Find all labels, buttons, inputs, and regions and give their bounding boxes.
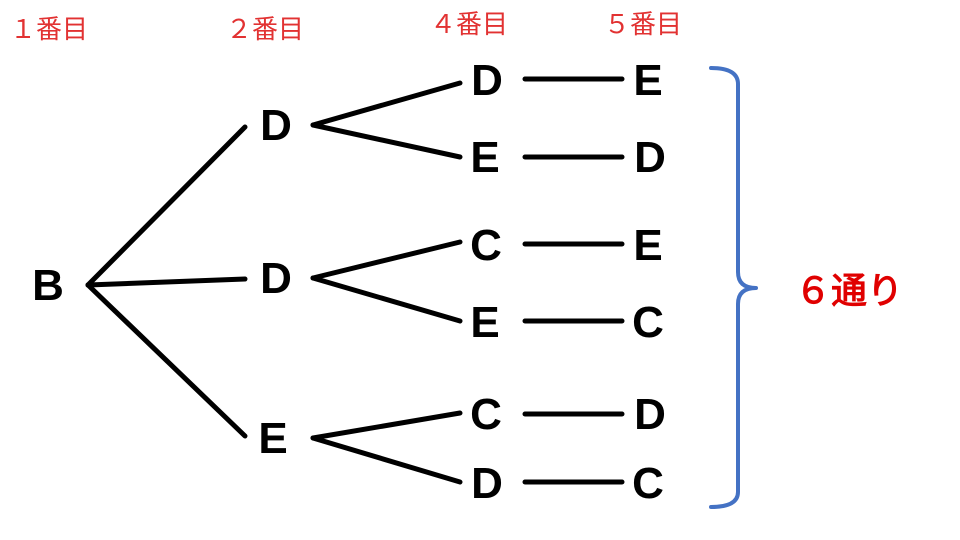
- edge-branch-1-to-leaf-1: [310, 80, 463, 128]
- node-end-3: E: [633, 221, 662, 270]
- edge-branch-1-to-leaf-2: [310, 122, 463, 160]
- node-end-1: E: [633, 56, 662, 105]
- node-branch-1: D: [260, 101, 292, 150]
- result-label: ６通り: [795, 271, 903, 312]
- node-end-4: C: [632, 298, 664, 347]
- node-leaf-3: C: [470, 221, 502, 270]
- right-brace-bracket: [709, 66, 758, 509]
- edge-branch-3-to-leaf-6: [310, 435, 463, 485]
- edge-branch-2-to-leaf-3: [310, 239, 463, 281]
- edge-branch-2-to-leaf-4: [310, 275, 463, 324]
- node-leaf-1: D: [471, 56, 503, 105]
- node-end-5: D: [634, 390, 666, 439]
- node-branch-3: E: [258, 414, 287, 463]
- edge-root-to-branch-3: [85, 282, 248, 439]
- node-end-6: C: [632, 459, 664, 508]
- node-branch-2: D: [260, 254, 292, 303]
- node-leaf-6: D: [471, 459, 503, 508]
- header-position-5: ５番目: [604, 10, 682, 40]
- header-position-2: ２番目: [226, 15, 304, 45]
- node-end-2: D: [634, 133, 666, 182]
- header-position-1: １番目: [10, 15, 88, 45]
- node-root: B: [32, 261, 64, 310]
- node-leaf-4: E: [470, 298, 499, 347]
- edge-branch-3-to-leaf-5: [310, 410, 463, 441]
- edge-root-to-branch-2: [85, 276, 248, 288]
- node-leaf-5: C: [470, 390, 502, 439]
- header-position-4: ４番目: [430, 10, 508, 40]
- node-leaf-2: E: [470, 133, 499, 182]
- edge-root-to-branch-1: [85, 124, 248, 288]
